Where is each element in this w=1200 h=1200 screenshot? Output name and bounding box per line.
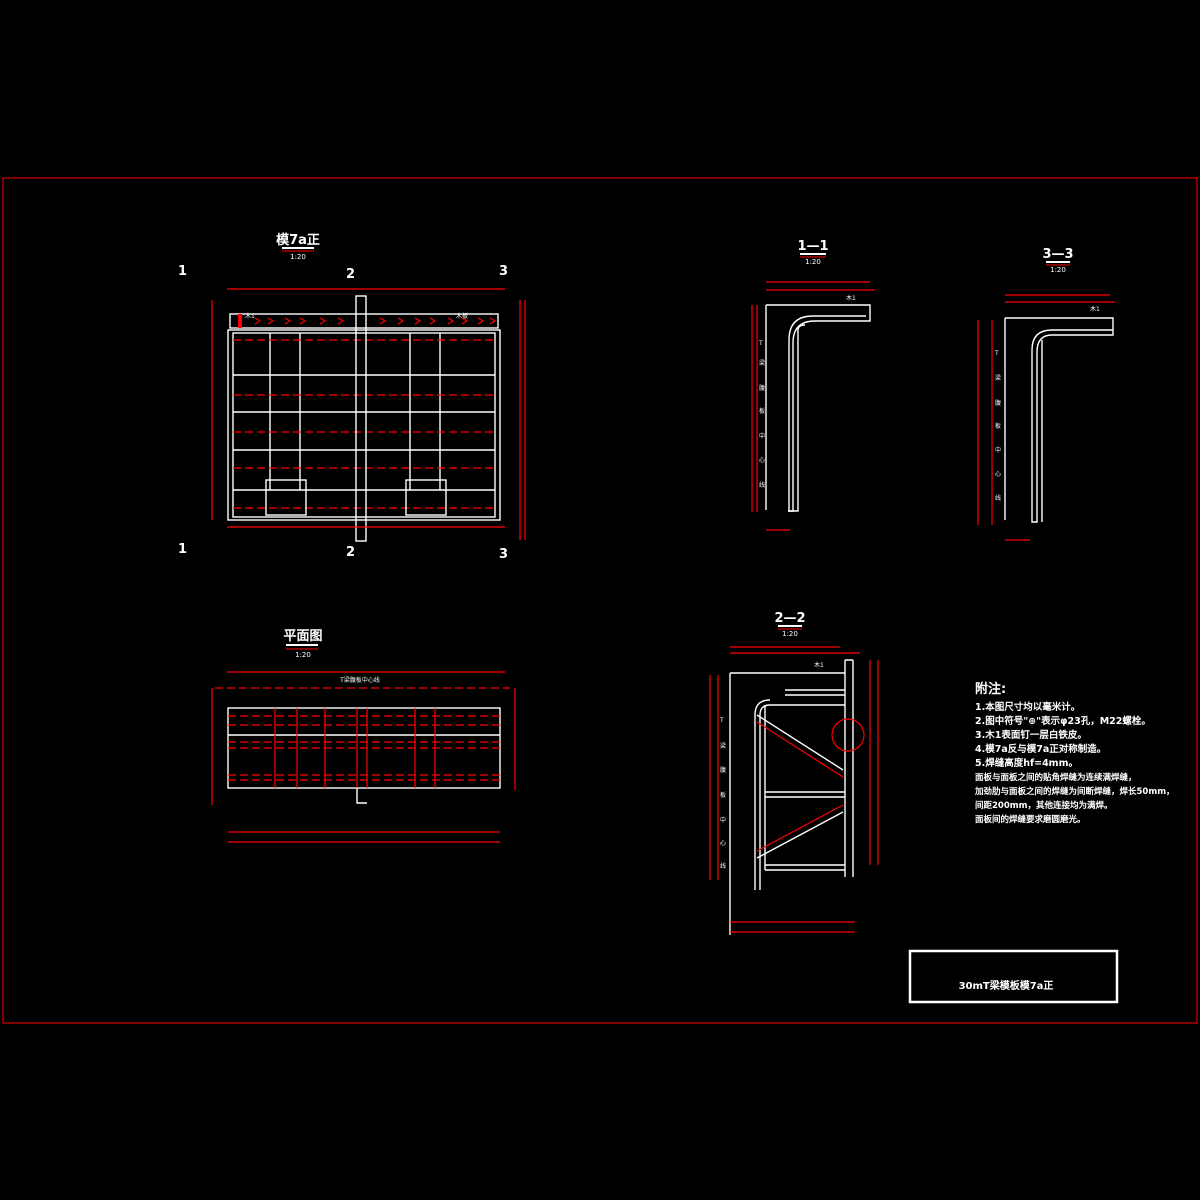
svg-text:线: 线 <box>995 494 1001 502</box>
svg-text:3: 3 <box>499 264 508 279</box>
svg-text:心: 心 <box>995 471 1001 478</box>
plan-title: 平面图 <box>283 629 322 644</box>
svg-text:心: 心 <box>720 840 726 847</box>
note-item: 加劲肋与面板之间的焊缝为间断焊缝，焊长50mm， <box>974 786 1175 797</box>
note-item: 4.模7a反与模7a正对称制造。 <box>975 743 1106 755</box>
svg-text:T: T <box>758 340 763 347</box>
sheet-frame <box>2 177 1198 1024</box>
svg-text:中: 中 <box>720 816 726 824</box>
section-mark-1-top: 1 <box>178 264 187 279</box>
svg-text:1: 1 <box>178 264 187 279</box>
drawing-title: 30mT梁模板模7a正 <box>959 979 1054 992</box>
section-mark-3-top: 3 <box>499 264 508 279</box>
section-mark-2-top: 2 <box>346 267 355 282</box>
notes-heading: 附注: <box>975 681 1006 697</box>
svg-text:1:20: 1:20 <box>295 651 311 659</box>
section-1-title: 1—1 <box>797 239 828 254</box>
centerline-label-3-3: T 梁 腹 板 中 心 线 <box>994 350 1001 502</box>
note-item: 3.木1表面钉一层白铁皮。 <box>975 729 1087 741</box>
svg-text:木1: 木1 <box>814 661 824 669</box>
section-mark-3-bottom: 3 <box>499 547 508 562</box>
elevation-view: 模7a正 1:20 1 2 3 1 2 3 木1 木板 <box>178 232 526 562</box>
notes: 附注: 1.本图尺寸均以毫米计。 2.图中符号"⊕"表示φ23孔，M22螺栓。 … <box>974 681 1175 825</box>
svg-text:2: 2 <box>346 267 355 282</box>
svg-text:T: T <box>994 350 999 357</box>
note-item: 面板与面板之间的贴角焊缝为连续满焊缝， <box>975 772 1137 783</box>
elevation-title: 模7a正 <box>276 232 320 248</box>
svg-text:中: 中 <box>759 432 765 440</box>
section-2-title: 2—2 <box>774 611 805 626</box>
svg-text:板: 板 <box>720 791 726 799</box>
section-2-2-view: 2—2 1:20 木1 T 梁 腹 板 中 心 线 <box>709 611 879 935</box>
label-wood-1: 木1 <box>245 312 255 320</box>
section-3-3-view: 3—3 1:20 木1 T 梁 腹 板 中 心 线 <box>977 247 1115 541</box>
svg-text:1:20: 1:20 <box>782 630 798 638</box>
svg-text:梁: 梁 <box>995 374 1001 382</box>
note-item: 间距200mm，其他连接均为满焊。 <box>975 800 1112 811</box>
elevation-scale: 1:20 <box>290 253 306 261</box>
section-3-title: 3—3 <box>1042 247 1073 262</box>
svg-text:中: 中 <box>995 446 1001 454</box>
title-block: 30mT梁模板模7a正 <box>908 949 1119 1004</box>
section-mark-1-bottom: 1 <box>178 542 187 557</box>
svg-text:木1: 木1 <box>1090 305 1100 313</box>
centerline-label-1-1: T 梁 腹 板 中 心 线 <box>758 340 765 489</box>
centerline-label-2-2: T 梁 腹 板 中 心 线 <box>719 717 726 870</box>
svg-text:板: 板 <box>995 422 1001 430</box>
note-item: 1.本图尺寸均以毫米计。 <box>975 701 1080 713</box>
svg-text:线: 线 <box>759 481 765 489</box>
svg-text:腹: 腹 <box>759 384 765 392</box>
svg-text:心: 心 <box>759 457 765 464</box>
svg-text:板: 板 <box>759 407 765 415</box>
svg-text:T: T <box>719 717 724 724</box>
svg-text:梁: 梁 <box>720 742 726 750</box>
center-stiffener <box>355 295 367 542</box>
svg-text:梁: 梁 <box>759 359 765 367</box>
svg-text:木1: 木1 <box>846 294 856 302</box>
svg-text:2: 2 <box>346 545 355 560</box>
svg-text:1:20: 1:20 <box>805 258 821 266</box>
note-item: 2.图中符号"⊕"表示φ23孔，M22螺栓。 <box>975 715 1151 727</box>
section-mark-2-bottom: 2 <box>346 545 355 560</box>
section-1-1-view: 1—1 1:20 木1 T 梁 腹 板 中 心 线 <box>751 239 875 531</box>
svg-text:1: 1 <box>178 542 187 557</box>
svg-text:腹: 腹 <box>995 399 1001 407</box>
plan-view: 平面图 1:20 T梁腹板中心线 <box>211 629 516 843</box>
svg-text:线: 线 <box>720 862 726 870</box>
note-item: 面板间的焊缝要求磨圆磨光。 <box>975 814 1086 825</box>
plan-centerline-label: T梁腹板中心线 <box>339 676 380 684</box>
svg-text:3: 3 <box>499 547 508 562</box>
svg-text:腹: 腹 <box>720 766 726 774</box>
svg-text:1:20: 1:20 <box>1050 266 1066 274</box>
label-wood-board: 木板 <box>456 312 468 320</box>
note-item: 5.焊缝高度hf=4mm。 <box>975 757 1078 769</box>
